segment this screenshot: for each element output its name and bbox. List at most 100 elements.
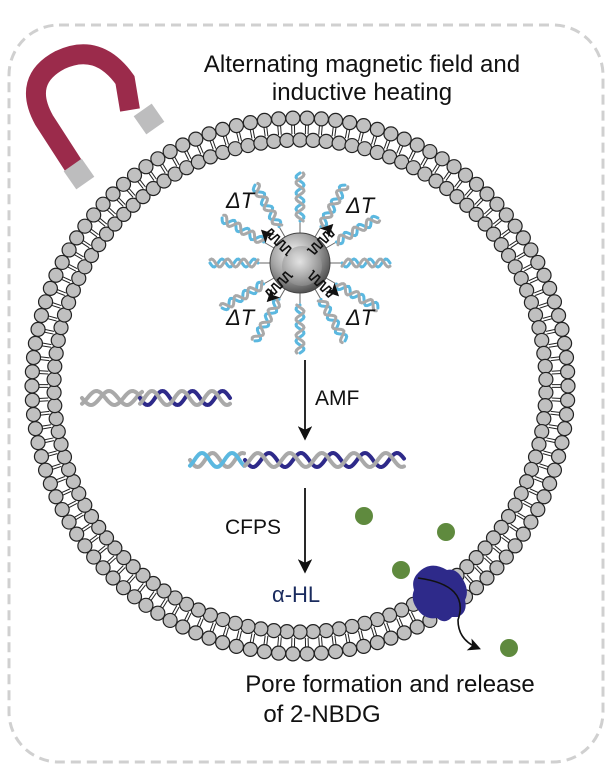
lipid-tail (501, 536, 510, 544)
lipid-tail (492, 217, 502, 225)
lipid-tail (66, 500, 76, 506)
lipid-tail (211, 623, 217, 634)
lipid-tail (501, 228, 510, 236)
lipid-head-inner (485, 530, 502, 546)
magnet-icon (26, 44, 165, 190)
lipid-head-outer (175, 137, 191, 153)
lipid-tail (508, 526, 518, 533)
lipid-head-outer (188, 625, 204, 641)
lipid-tail (466, 189, 474, 198)
lipid-tail (485, 555, 494, 564)
corona-dna-strand-b (294, 171, 306, 223)
lipid-tail (73, 512, 83, 519)
lipid-head-inner (98, 226, 115, 242)
lipid-tail (222, 626, 227, 637)
title-line-1: Alternating magnetic field and (204, 51, 520, 78)
dna-after-melted-strand-a (188, 450, 246, 470)
lipid-head-inner (405, 160, 422, 176)
lipid-head-inner (292, 132, 308, 148)
lipid-tail (225, 134, 230, 145)
lipid-head-inner (178, 596, 195, 612)
lipid-tail (334, 126, 337, 137)
lipid-tail (344, 128, 348, 139)
lipid-head-outer (215, 634, 231, 651)
lipid-head-inner (71, 270, 87, 287)
lipid-tail (252, 633, 256, 644)
lipid-head-inner (253, 135, 269, 151)
corona-dna-strand-b (333, 282, 378, 313)
lipid-tail (67, 502, 78, 509)
lipid-tail (347, 633, 351, 644)
lipid-tail (249, 633, 253, 644)
lipid-tail (398, 617, 404, 628)
lipid-head-inner (468, 206, 484, 222)
corona-dna-strand-a (334, 282, 380, 310)
lipid-tail (249, 128, 253, 139)
lipid-head-outer (327, 112, 344, 128)
lipid-head-inner (500, 508, 517, 525)
lipid-head-outer (498, 549, 514, 565)
lipid-tail (386, 139, 391, 150)
lipid-head-outer (33, 307, 50, 324)
lipid-head-outer (95, 560, 111, 576)
title-line-2: inductive heating (272, 79, 452, 106)
lipid-tail (80, 523, 90, 531)
lipid-head-outer (507, 538, 523, 554)
lipid-head-outer (327, 644, 344, 660)
lipid-tail (550, 410, 561, 413)
lipid-tail (277, 124, 280, 135)
lipid-head-outer (369, 121, 385, 138)
lipid-tail (408, 149, 414, 159)
corona-dna-strand-b (254, 181, 284, 227)
lipid-head-outer (369, 634, 385, 651)
lipid-tail (410, 611, 417, 622)
lipid-tail (90, 536, 99, 544)
lipid-tail (543, 317, 554, 322)
lipid-head-outer (489, 196, 505, 212)
lipid-head-inner (46, 371, 62, 388)
lipid-head-outer (422, 143, 438, 160)
lipid-tail (38, 400, 49, 402)
lipid-tail (373, 135, 378, 146)
lipid-head-outer (313, 645, 329, 661)
lipid-tail (535, 291, 545, 296)
lipid-tail (47, 453, 58, 457)
lipid-head-outer (536, 267, 552, 283)
lipid-head-inner (357, 141, 373, 157)
lipid-tail (136, 180, 144, 189)
lipid-head-inner (53, 320, 69, 336)
lipid-tail (41, 424, 52, 427)
lipid-head-outer (48, 267, 64, 283)
lipid-head-inner (56, 449, 73, 465)
lipid-head-inner (227, 141, 243, 157)
lipid-head-inner (331, 135, 347, 151)
lipid-head-outer (86, 549, 102, 565)
lipid-tail (373, 626, 378, 637)
dna-linker (314, 226, 322, 238)
lipid-head-inner (215, 144, 231, 161)
lipid-head-outer (61, 242, 77, 258)
lipid-tail (88, 534, 98, 542)
lipid-head-inner (428, 173, 444, 189)
lipid-head-outer (271, 645, 287, 661)
corona-dna-strand-a (208, 257, 260, 269)
lipid-tail (357, 131, 362, 141)
lipid-tail (90, 228, 99, 236)
lipid-tail (171, 605, 178, 615)
lipid-tail (398, 144, 404, 155)
lipid-head-outer (556, 335, 573, 351)
lipid-head-outer (541, 475, 558, 492)
lipid-head-inner (493, 237, 509, 253)
lipid-head-inner (167, 166, 183, 182)
lipid-head-outer (95, 196, 111, 212)
lipid-head-outer (550, 307, 567, 324)
lipid-tail (41, 342, 52, 346)
lipid-head-inner (83, 247, 100, 264)
lipid-head-inner (116, 206, 132, 222)
lipid-tail (88, 230, 98, 238)
lipid-head-outer (498, 207, 514, 223)
lipid-tail (545, 440, 556, 444)
lipid-head-inner (468, 550, 484, 566)
lipid-head-inner (48, 345, 64, 361)
lipid-head-inner (156, 173, 172, 189)
